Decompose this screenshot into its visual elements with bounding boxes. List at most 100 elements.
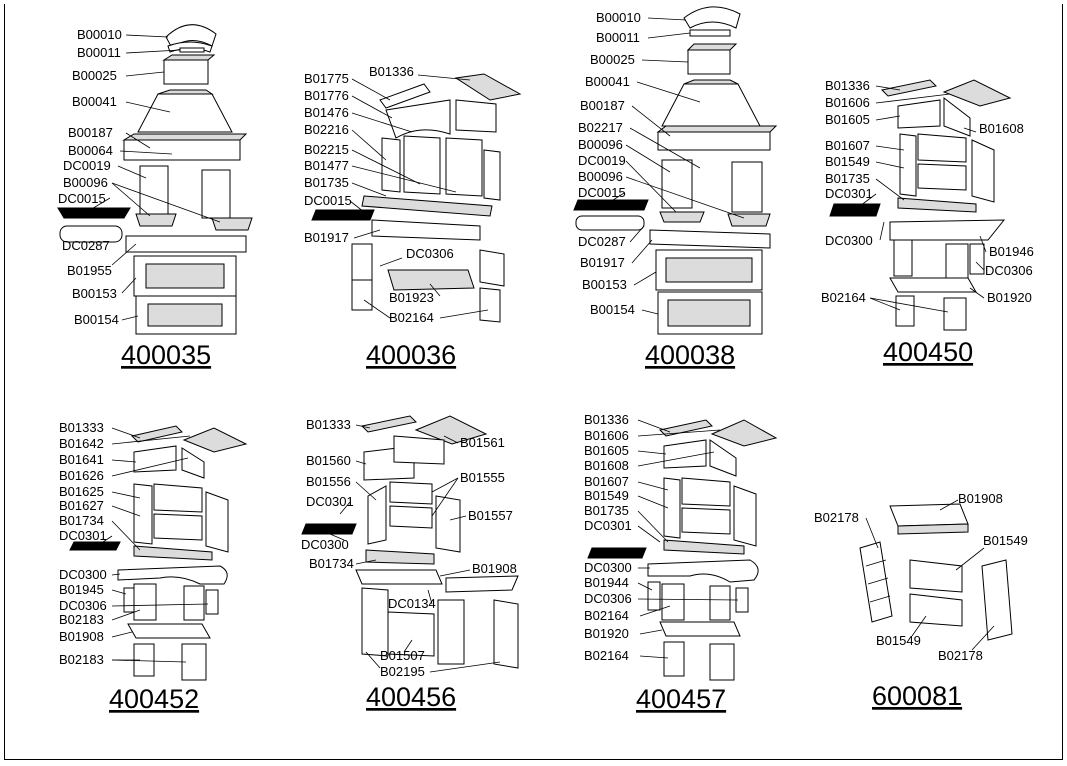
part-label: B01908 xyxy=(958,491,1003,506)
leader-line xyxy=(955,547,985,571)
part-drawing xyxy=(117,565,228,585)
leader-line xyxy=(439,309,489,319)
leader-line xyxy=(875,115,901,121)
part-drawing xyxy=(587,547,647,559)
part-drawing xyxy=(311,209,375,221)
part-label: B01607 xyxy=(584,474,629,489)
part-drawing xyxy=(351,279,373,311)
part-drawing xyxy=(205,589,219,615)
part-drawing xyxy=(709,585,731,621)
part-drawing xyxy=(659,211,705,223)
part-label: B00096 xyxy=(578,169,623,184)
part-label: B01776 xyxy=(304,88,349,103)
part-drawing xyxy=(183,585,205,621)
leader-lines-400036 xyxy=(349,74,489,319)
part-drawing xyxy=(889,503,969,527)
leader-line xyxy=(875,93,951,104)
part-label: B01627 xyxy=(59,498,104,513)
leader-line xyxy=(355,424,371,429)
part-drawing xyxy=(917,133,967,163)
part-label: DC0287 xyxy=(578,234,626,249)
leader-line xyxy=(355,559,377,565)
leader-line xyxy=(355,481,377,501)
part-label: B02195 xyxy=(380,664,425,679)
leader-line xyxy=(875,85,901,91)
diagram-400457: B01336 B01606 B01605 B01608 B01607 B0154… xyxy=(584,412,778,714)
part-label: B02164 xyxy=(389,310,434,325)
part-drawing xyxy=(479,287,501,323)
part-label: B01605 xyxy=(584,443,629,458)
part-label: DC0134 xyxy=(388,596,436,611)
leader-line xyxy=(125,34,169,38)
part-drawing xyxy=(917,163,967,191)
leader-line xyxy=(99,535,113,545)
part-drawing xyxy=(897,99,941,129)
part-drawing xyxy=(371,219,481,241)
part-label: B02183 xyxy=(59,612,104,627)
part-drawing xyxy=(897,523,969,535)
leader-line xyxy=(639,629,663,635)
part-drawing xyxy=(389,481,433,505)
leader-lines-400450 xyxy=(859,85,987,313)
part-label: B01946 xyxy=(989,244,1034,259)
model-code: 400035 xyxy=(121,340,211,370)
part-drawing xyxy=(145,263,225,289)
part-drawing xyxy=(127,623,211,639)
leader-line xyxy=(403,639,413,653)
assembly-drawing-400457 xyxy=(587,419,778,681)
leader-line xyxy=(647,17,687,21)
part-drawing xyxy=(379,83,431,109)
part-drawing xyxy=(157,89,214,95)
part-drawing xyxy=(163,59,209,85)
diagram-400456: B01333 B01561 B01560 B01556 B01555 DC030… xyxy=(301,415,519,712)
part-drawing xyxy=(69,541,121,551)
part-label: B01561 xyxy=(460,435,505,450)
part-label: B00011 xyxy=(596,30,640,45)
leader-lines-400456 xyxy=(329,424,501,673)
part-drawing xyxy=(686,43,738,51)
leader-line xyxy=(637,582,653,591)
part-label: B00096 xyxy=(578,137,623,152)
assembly-drawing-400452 xyxy=(69,425,248,681)
part-label: B01476 xyxy=(304,105,349,120)
part-drawing xyxy=(133,445,177,473)
part-drawing xyxy=(867,577,889,585)
part-label: B01555 xyxy=(460,470,505,485)
part-drawing xyxy=(681,507,731,535)
part-label: B02178 xyxy=(814,510,859,525)
part-drawing xyxy=(889,277,977,293)
part-drawing xyxy=(205,491,229,553)
part-label: B00153 xyxy=(582,277,627,292)
part-drawing xyxy=(181,643,207,681)
part-drawing xyxy=(709,643,735,681)
leader-line xyxy=(379,257,403,267)
part-label: B02164 xyxy=(821,290,866,305)
leader-line xyxy=(637,419,671,433)
leader-line xyxy=(625,176,745,219)
leader-line xyxy=(355,460,367,465)
part-label: B01336 xyxy=(369,64,414,79)
part-drawing xyxy=(971,139,995,203)
leader-line xyxy=(339,501,351,515)
leader-line xyxy=(443,435,459,444)
part-drawing xyxy=(493,599,519,669)
part-label: DC0306 xyxy=(985,263,1033,278)
part-label: B01607 xyxy=(825,138,870,153)
part-drawing xyxy=(575,215,645,231)
part-label: B00187 xyxy=(580,98,625,113)
part-drawing xyxy=(943,96,971,137)
leader-lines-400035 xyxy=(89,34,221,321)
leader-line xyxy=(637,510,669,543)
part-label: B02217 xyxy=(578,120,623,135)
leader-line xyxy=(111,520,141,551)
leader-line xyxy=(879,221,885,241)
part-drawing xyxy=(389,505,433,529)
part-drawing xyxy=(909,593,963,627)
part-label: B01917 xyxy=(304,230,349,245)
leader-line xyxy=(351,95,393,119)
part-drawing xyxy=(211,217,253,231)
part-drawing xyxy=(659,621,741,637)
part-label: DC0300 xyxy=(301,537,349,552)
part-drawing xyxy=(360,415,418,433)
